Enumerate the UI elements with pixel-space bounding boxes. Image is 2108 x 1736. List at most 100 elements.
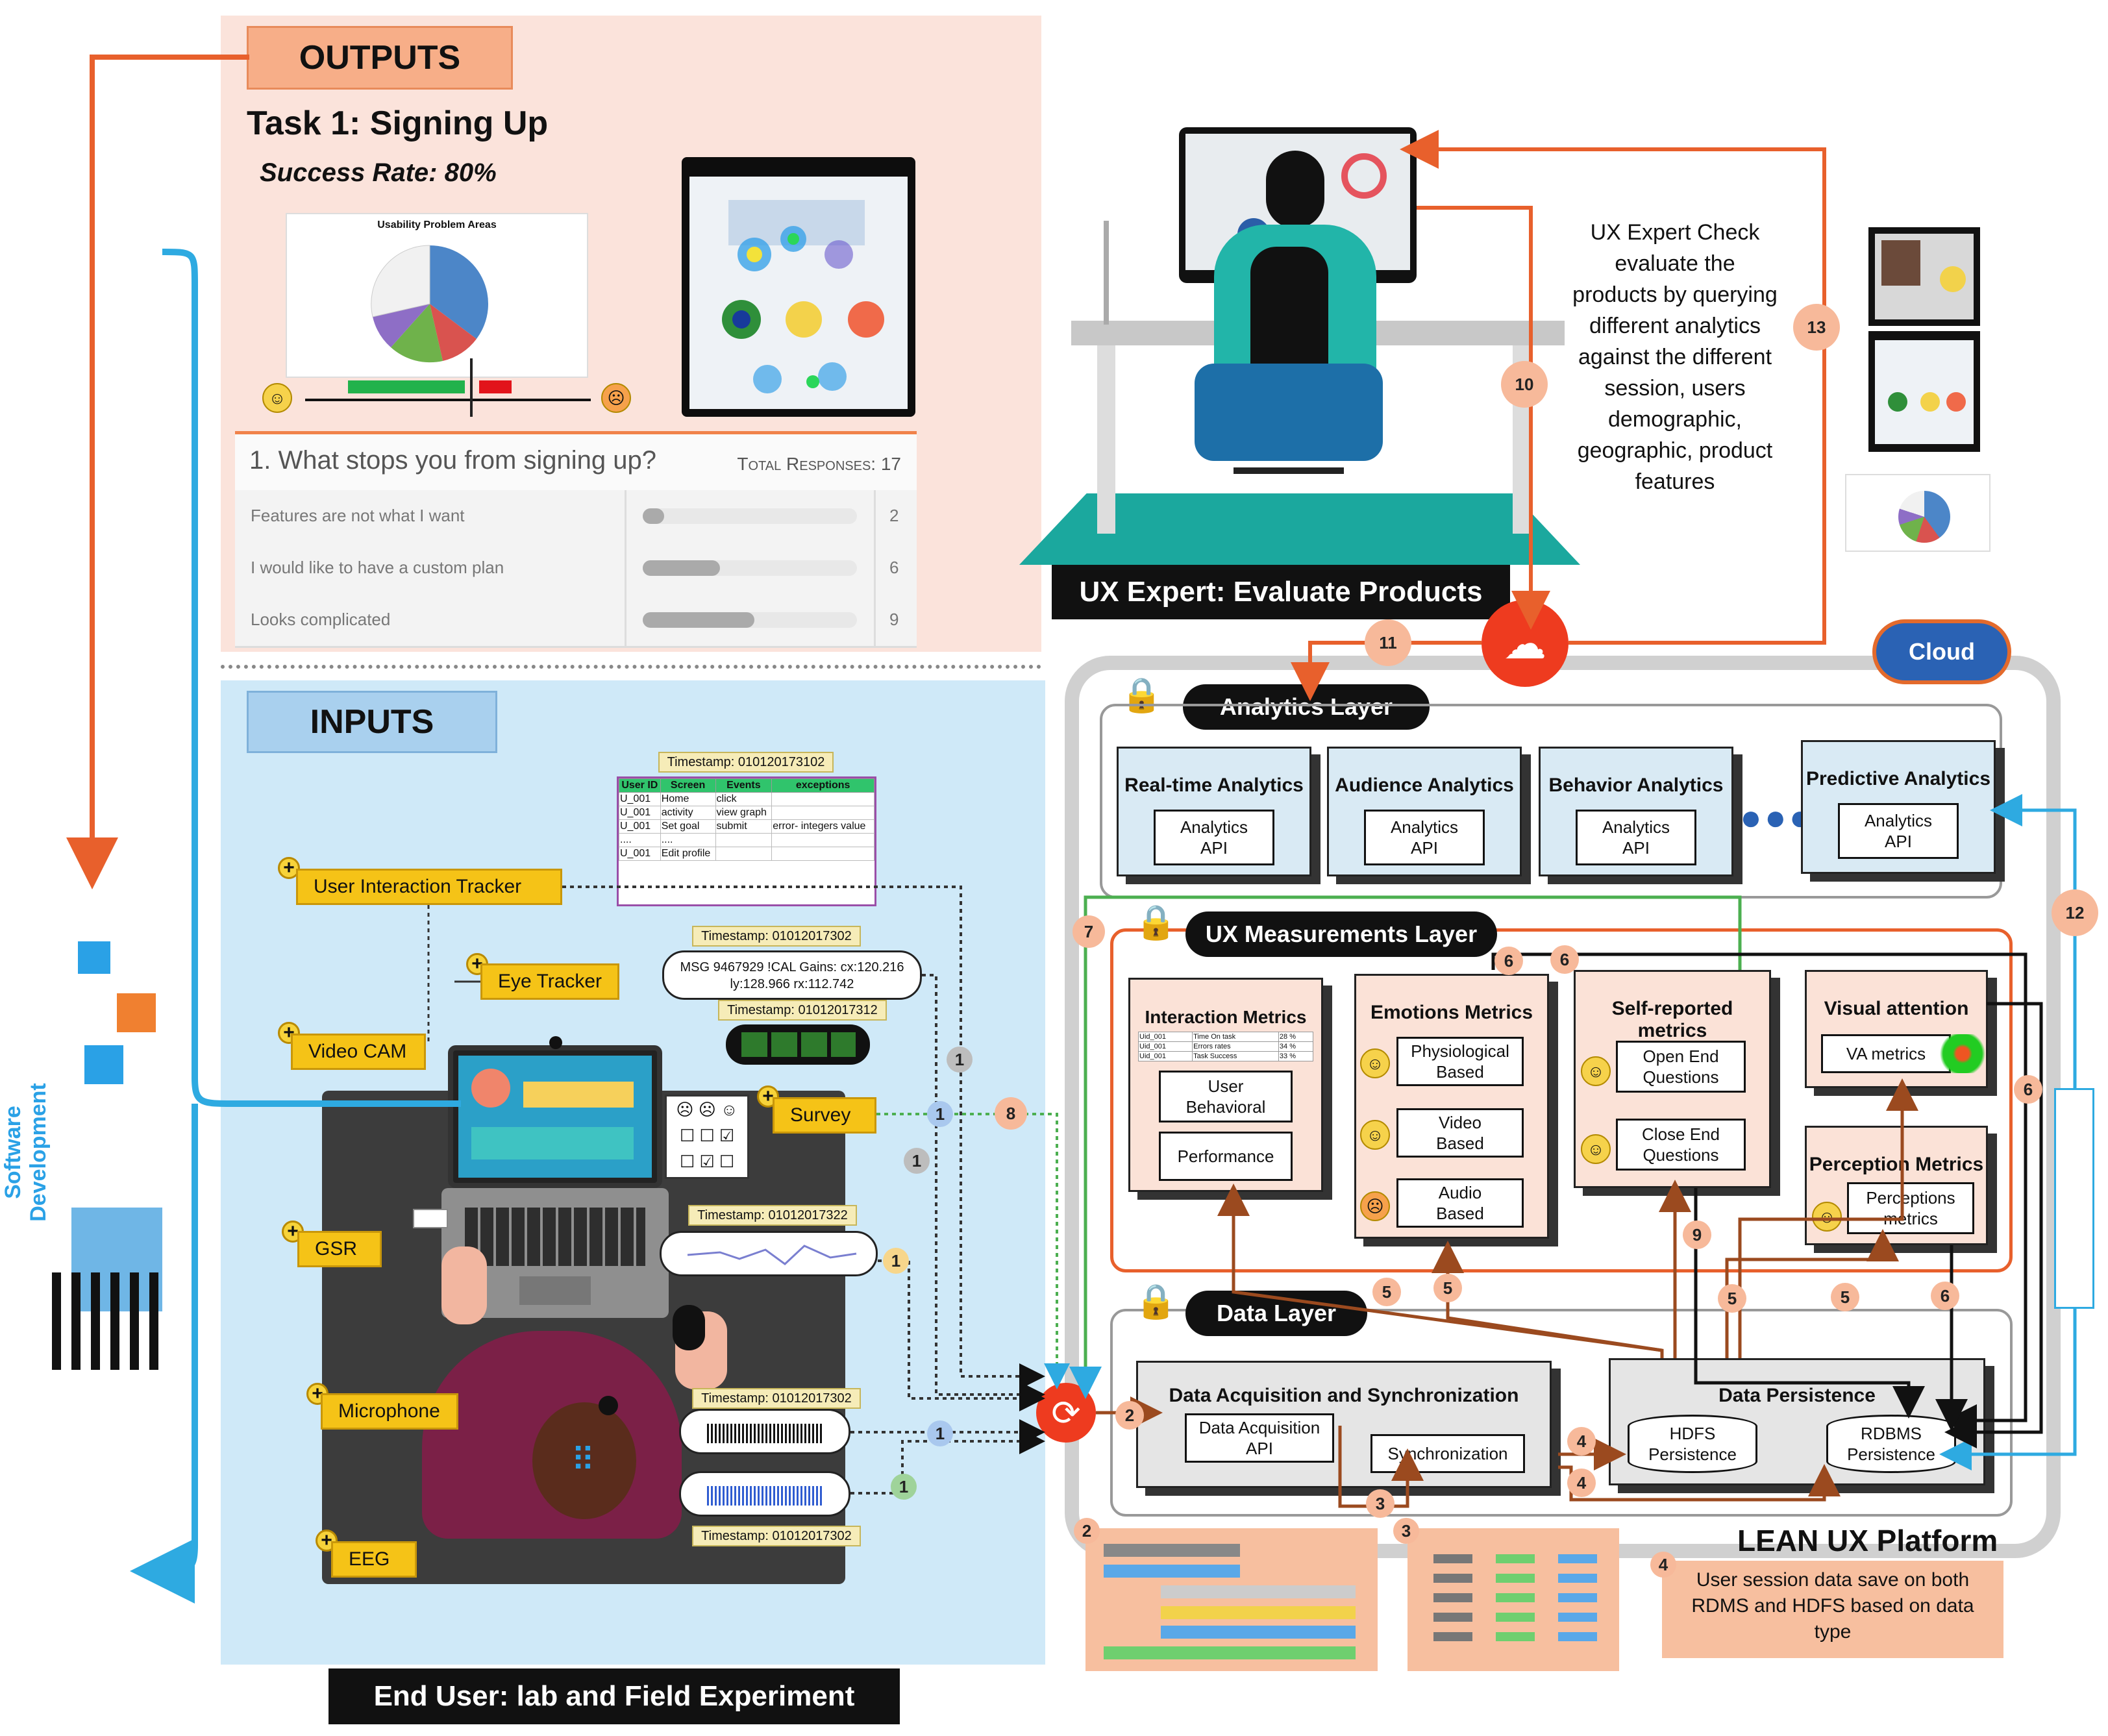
interaction-metrics-title: Interaction Metrics [1145,1007,1307,1027]
visual-attention-title: Visual attention [1824,998,1969,1019]
desk-leg-left [1097,345,1115,534]
film-strip-icon [726,1024,870,1065]
survey-question: 1. What stops you from signing up? [249,446,656,475]
emo-line: Based [1436,1134,1484,1153]
hdfs-line: Persistence [1648,1445,1737,1464]
analytics-card-title: Predictive Analytics [1805,768,1991,789]
eye-tracker-message: MSG 9467929 !CAL Gains: cx:120.216 ly:12… [662,950,922,1000]
business-people-icon [45,1195,175,1383]
inputs-footer: End User: lab and Field Experiment [329,1668,900,1724]
step-5-badge: 5 [1831,1283,1859,1311]
step-6-badge: 6 [2014,1075,2042,1104]
survey-bar-fill [643,508,664,524]
survey-col-divider [625,490,626,646]
sr-line: Questions [1643,1145,1719,1165]
microphone-signal [679,1409,850,1454]
survey-row: Looks complicated 9 [235,594,917,648]
eye-msg-line2: ly:128.966 rx:112.742 [730,977,854,991]
lock-icon: 🔒 [1121,676,1163,714]
satisfaction-line [305,399,591,401]
expert-head [1266,151,1324,229]
sr-line: Close End [1642,1124,1720,1144]
pm-line: metrics [1883,1209,1938,1228]
sync-line: Synchronization [1387,1444,1508,1463]
survey-tag: Survey [773,1097,876,1134]
api-line: API [1411,838,1438,858]
happy-face-icon: ☺ [1360,1048,1390,1078]
lock-icon: 🔒 [1135,904,1177,941]
im-cell: Uid_001 [1137,1032,1193,1042]
video-cam-tag: Video CAM [291,1034,426,1070]
api-line: Analytics [1390,817,1459,837]
sr-line: Open End [1643,1047,1719,1066]
step-7-badge: 7 [1073,915,1105,948]
uit-cell: Home [660,792,716,806]
api-line: Analytics [1602,817,1670,837]
uit-col-header: Events [715,778,773,793]
timestamp-eeg: Timestamp: 01012017302 [692,1526,861,1546]
user-head [532,1402,636,1519]
gsr-sensor-icon [413,1209,448,1228]
uit-cell: .... [619,833,661,847]
perception-metrics-title: Perception Metrics [1809,1154,1984,1175]
chair-base [1234,467,1344,493]
survey-bar-track [643,612,857,628]
ub-line: Behavioral [1185,1097,1266,1117]
legend-box-3 [1407,1528,1619,1671]
uit-cell [715,847,773,861]
sad-face-icon: ☹ [601,383,631,413]
note4-line: RDMS and HDFS based on data [1691,1595,1974,1617]
satisfaction-bar-red [479,380,512,393]
panel-divider [221,665,1041,669]
happy-face-icon: ☺ [1360,1120,1390,1150]
step-1-badge: 1 [891,1474,917,1500]
task-title: Task 1: Signing Up [247,105,549,142]
step-1-badge: 1 [904,1148,930,1174]
va-heatmap-icon [1937,1034,1989,1073]
im-cell: Errors rates [1192,1041,1279,1052]
timestamp-mic: Timestamp: 01012017302 [692,1388,861,1409]
uit-cell [771,847,874,861]
pie-slice-white [371,245,430,317]
uit-cell: U_001 [619,806,661,820]
happy-face-icon: ☺ [1581,1056,1611,1086]
survey-results: 1. What stops you from signing up? Total… [235,431,917,648]
survey-bar-fill [643,560,720,576]
microphone-icon [599,1396,618,1415]
emotions-metrics-title: Emotions Metrics [1370,1002,1533,1023]
cloud-sync-icon: ☁ [1482,600,1569,687]
caption-line: UX Expert Check [1590,220,1760,245]
im-cell: Uid_001 [1137,1041,1193,1052]
uit-col-header: Screen [660,778,716,793]
uit-cell: .... [660,833,716,847]
survey-row-count: 2 [889,506,899,525]
step-1-badge: 1 [927,1420,953,1446]
data-persistence-title: Data Persistence [1718,1385,1876,1406]
survey-bar-fill [643,612,754,628]
emo-line: Video [1438,1113,1482,1132]
im-cell: 33 % [1278,1051,1314,1061]
ux-layer-title: UX Measurements Layer [1185,911,1497,957]
note4-line: type [1814,1621,1852,1643]
step-8-badge: 8 [995,1097,1027,1130]
user-interaction-tracker-tag: User Interaction Tracker [296,869,562,905]
survey-row-label: Looks complicated [251,610,391,629]
uit-col-header: exceptions [771,778,874,793]
uit-table: User ID Screen Events exceptions U_001 H… [619,778,874,861]
survey-bar-track [643,560,857,576]
camera-icon [549,1036,562,1049]
uit-cell [771,833,874,847]
caption-line: against the different [1578,345,1772,369]
usability-chart-title: Usability Problem Areas [377,219,497,230]
ux-expert-title: UX Expert: Evaluate Products [1052,565,1510,619]
step-4-badge: 4 [1567,1469,1596,1497]
step-2-badge: 2 [1115,1401,1144,1430]
uit-cell: submit [715,819,773,834]
happy-face-icon: ☺ [1581,1134,1611,1164]
